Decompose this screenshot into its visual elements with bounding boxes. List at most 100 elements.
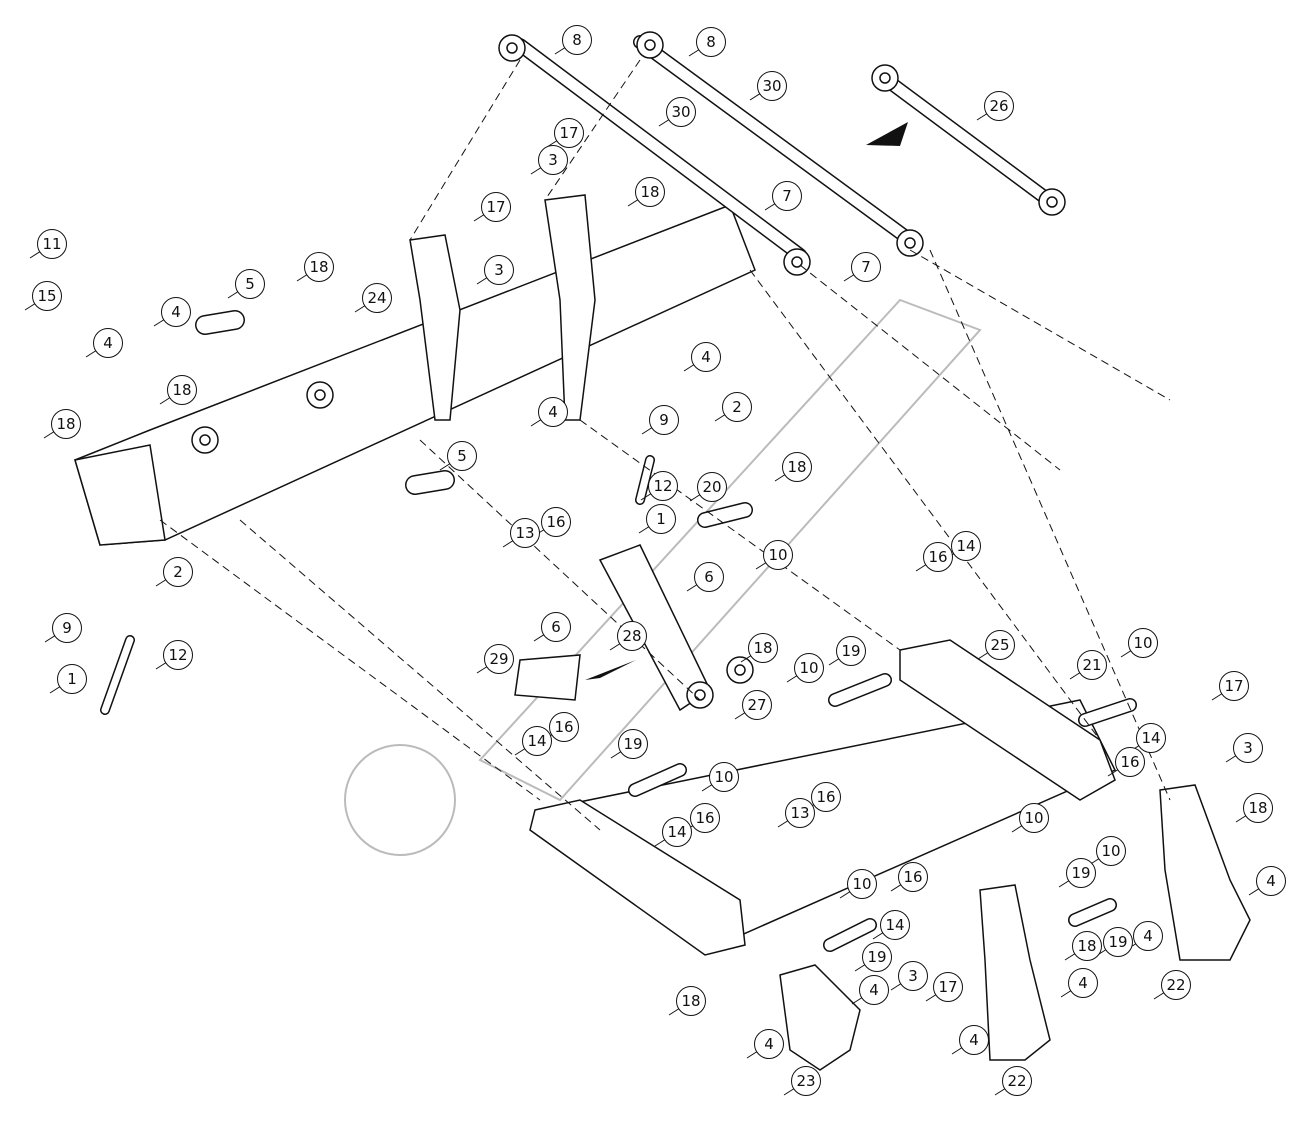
seal-kit-29 [514,654,581,701]
mount-plate-22 [979,884,1051,1061]
callout-part-15: 15 [32,281,62,311]
callout-part-16: 16 [923,542,953,572]
callout-part-18: 18 [304,252,334,282]
callout-part-16: 16 [549,712,579,742]
pin-19 [1069,899,1116,926]
callout-part-4: 4 [93,328,123,358]
callout-part-23: 23 [791,1066,821,1096]
callout-part-2: 2 [722,392,752,422]
callout-part-30: 30 [757,71,787,101]
callout-part-1: 1 [646,504,676,534]
callout-part-16: 16 [690,803,720,833]
callout-part-26: 26 [984,91,1014,121]
callout-part-18: 18 [167,375,197,405]
assembly-dashed-line [544,59,641,201]
mount-plate-22 [1159,784,1251,961]
callout-part-10: 10 [794,653,824,683]
direction-arrow [585,660,636,680]
assembly-dashed-line [929,249,1171,801]
callout-part-18: 18 [782,452,812,482]
rod-end-hole [904,237,916,249]
callout-part-19: 19 [836,636,866,666]
callout-part-4: 4 [538,397,568,427]
bush-5 [406,471,454,494]
callout-part-16: 16 [898,862,928,892]
callout-part-4: 4 [1133,921,1163,951]
pin-1 [636,456,654,504]
callout-part-6: 6 [694,562,724,592]
callout-part-22: 22 [1002,1066,1032,1096]
watermark-text-outline [478,298,982,802]
callout-part-17: 17 [933,972,963,1002]
callout-part-7: 7 [772,181,802,211]
callout-part-17: 17 [1219,671,1249,701]
callout-part-14: 14 [951,531,981,561]
callout-part-20: 20 [697,472,727,502]
front-beam-arm-right [899,639,1116,801]
callout-part-10: 10 [1019,803,1049,833]
callout-part-1: 1 [57,664,87,694]
callout-part-27: 27 [742,690,772,720]
callout-part-4: 4 [161,297,191,327]
rod-end-hole [694,689,706,701]
callout-part-10: 10 [709,762,739,792]
top-link-rod-26 [874,69,1061,211]
callout-part-28: 28 [617,621,647,651]
callout-part-30: 30 [666,97,696,127]
pin-19 [829,674,891,706]
callout-part-3: 3 [484,255,514,285]
callout-part-5: 5 [447,441,477,471]
assembly-dashed-line [749,269,1101,741]
callout-part-6: 6 [541,612,571,642]
callout-part-8: 8 [696,27,726,57]
callout-part-18: 18 [1243,793,1273,823]
callout-part-24: 24 [362,283,392,313]
callout-part-18: 18 [1072,931,1102,961]
callout-part-13: 13 [785,798,815,828]
callout-part-18: 18 [748,633,778,663]
callout-part-17: 17 [554,118,584,148]
callout-part-14: 14 [880,910,910,940]
callout-part-14: 14 [522,726,552,756]
callout-part-7: 7 [851,252,881,282]
callout-part-29: 29 [484,644,514,674]
top-link-rod-30 [514,39,806,261]
callout-part-10: 10 [1128,628,1158,658]
callout-part-8: 8 [562,25,592,55]
callout-part-9: 9 [649,405,679,435]
callout-part-5: 5 [235,269,265,299]
mount-plate-23 [779,964,861,1071]
assembly-dashed-line [909,249,1171,401]
assembly-dashed-line [579,419,901,651]
rod-end-hole [1046,196,1058,208]
callout-part-18: 18 [635,177,665,207]
pin-20 [698,503,752,527]
watermark-emblem [344,744,456,856]
lift-bracket-left [409,234,461,421]
callout-part-19: 19 [618,729,648,759]
rear-beam-plate [74,444,166,546]
callout-part-18: 18 [676,986,706,1016]
rod-end-hole [314,389,326,401]
callout-part-12: 12 [163,640,193,670]
callout-part-11: 11 [37,229,67,259]
callout-part-18: 18 [51,409,81,439]
callout-part-4: 4 [1068,968,1098,998]
callout-part-25: 25 [985,630,1015,660]
callout-part-3: 3 [538,145,568,175]
callout-part-13: 13 [510,518,540,548]
callout-part-17: 17 [481,192,511,222]
callout-part-4: 4 [1256,866,1286,896]
assembly-dashed-line [799,264,1061,471]
callout-part-21: 21 [1077,650,1107,680]
callout-part-22: 22 [1161,970,1191,1000]
callout-part-4: 4 [691,342,721,372]
front-beam-arm-left [529,799,746,956]
assembly-dashed-line [409,59,521,241]
callout-part-19: 19 [1066,858,1096,888]
callout-part-10: 10 [847,869,877,899]
callout-part-3: 3 [898,961,928,991]
callout-part-12: 12 [648,471,678,501]
